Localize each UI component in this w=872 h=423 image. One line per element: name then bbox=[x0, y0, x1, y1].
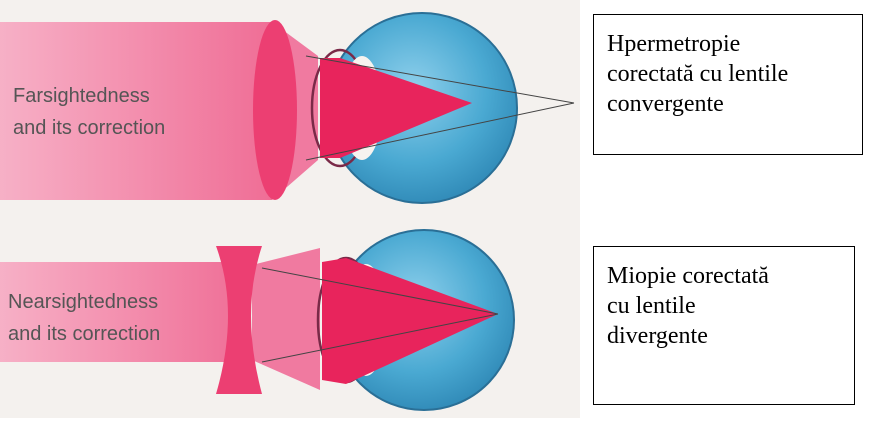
caption-line: Hpermetropie bbox=[607, 29, 852, 59]
far-label-line-1: Farsightedness bbox=[13, 85, 150, 107]
far-incoming-beam bbox=[0, 22, 272, 200]
far-label-line-2: and its correction bbox=[13, 117, 165, 139]
near-label-line-2: and its correction bbox=[8, 323, 160, 345]
vision-correction-illustration: Farsightedness and its correction Nearsi… bbox=[0, 0, 580, 418]
caption-line: cu lentile bbox=[607, 291, 844, 321]
caption-line: Miopie corectată bbox=[607, 261, 844, 291]
caption-line: divergente bbox=[607, 321, 844, 351]
near-label-line-1: Nearsightedness bbox=[8, 291, 158, 313]
farsightedness-diagram: Farsightedness and its correction bbox=[0, 13, 574, 203]
nearsightedness-caption-box: Miopie corectată cu lentile divergente bbox=[593, 246, 855, 405]
caption-line: convergente bbox=[607, 89, 852, 119]
farsightedness-caption-box: Hpermetropie corectată cu lentile conver… bbox=[593, 14, 863, 155]
caption-line: corectată cu lentile bbox=[607, 59, 852, 89]
convex-lens bbox=[253, 20, 297, 200]
